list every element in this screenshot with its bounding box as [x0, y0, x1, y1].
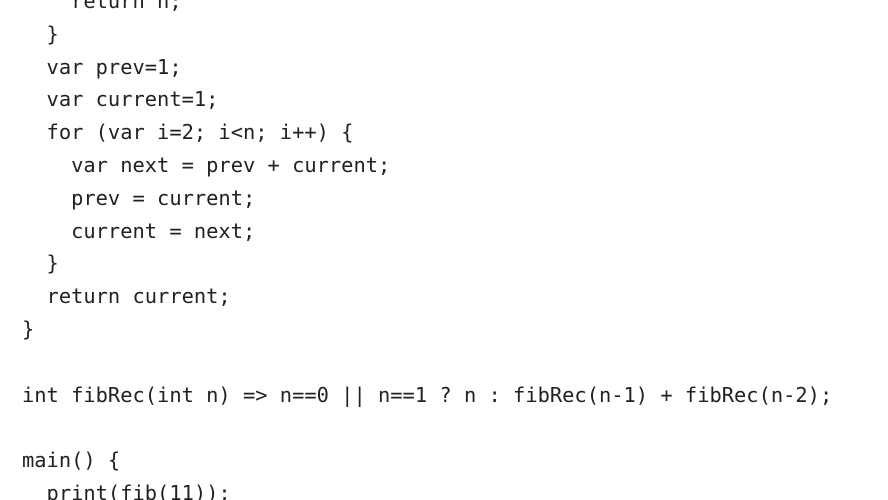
code-block: return n; } var prev=1; var current=1; f… — [22, 0, 832, 500]
code-line: var next = prev + current; — [22, 152, 391, 177]
code-line: var current=1; — [22, 87, 219, 112]
code-line: } — [22, 21, 59, 46]
code-line: print(fib(11)); — [22, 480, 231, 500]
code-line: main() { — [22, 448, 121, 473]
code-line: } — [22, 316, 35, 341]
code-line: var prev=1; — [22, 54, 182, 79]
code-line: int fibRec(int n) => n==0 || n==1 ? n : … — [22, 382, 833, 407]
code-line — [22, 346, 832, 379]
code-line: for (var i=2; i<n; i++) { — [22, 120, 354, 145]
code-line: prev = current; — [22, 185, 256, 210]
code-line: return current; — [22, 284, 231, 309]
code-line: return n; — [22, 0, 182, 13]
code-line — [22, 411, 832, 444]
code-line: } — [22, 251, 59, 276]
code-line: current = next; — [22, 218, 256, 243]
